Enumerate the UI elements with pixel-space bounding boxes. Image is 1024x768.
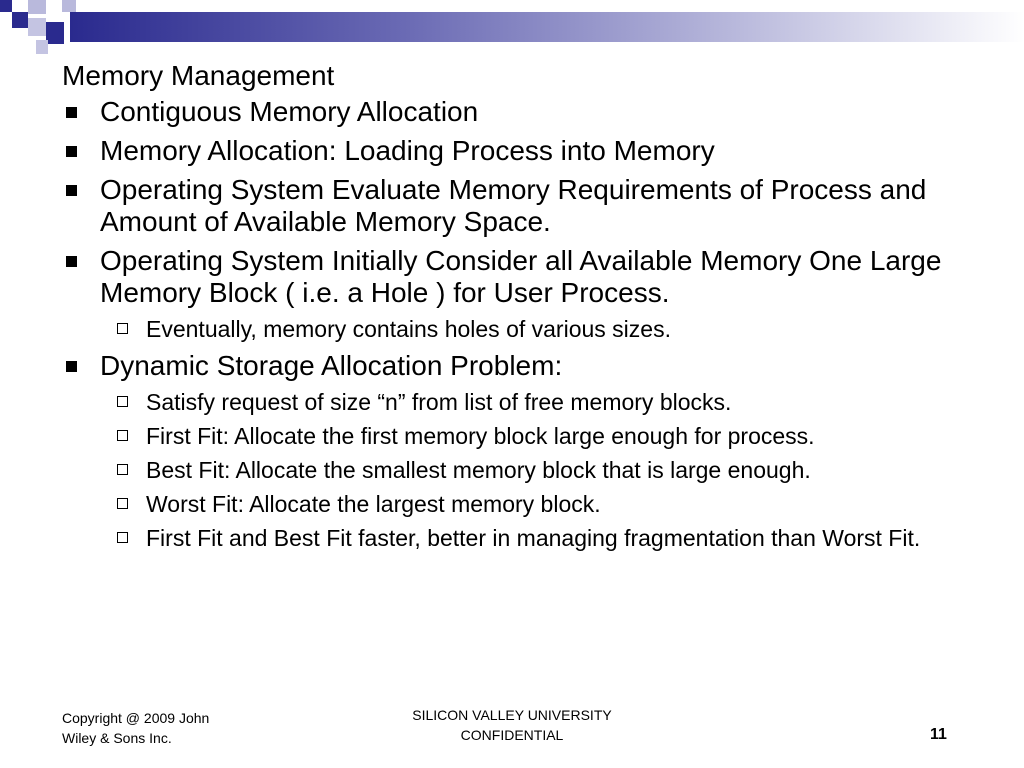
bullet-item: Memory Allocation: Loading Process into … (62, 135, 1002, 167)
sub-bullet-item: Eventually, memory contains holes of var… (62, 316, 1002, 343)
filled-square-bullet-icon (66, 146, 77, 157)
filled-square-bullet-icon (66, 361, 77, 372)
hollow-square-bullet-icon (117, 532, 128, 543)
sub-bullet-item: First Fit and Best Fit faster, better in… (62, 525, 1002, 552)
filled-square-bullet-icon (66, 256, 77, 267)
page-number: 11 (930, 726, 947, 743)
filled-square-bullet-icon (66, 185, 77, 196)
bullet-list: Contiguous Memory Allocation Memory Allo… (62, 96, 1002, 559)
bullet-item: Operating System Initially Consider all … (62, 245, 1002, 309)
footer-confidential: SILICON VALLEY UNIVERSITY CONFIDENTIAL (372, 705, 652, 745)
footer-copyright: Copyright @ 2009 John Wiley & Sons Inc. (62, 708, 209, 748)
confidential-line: SILICON VALLEY UNIVERSITY (412, 707, 612, 723)
filled-square-bullet-icon (66, 107, 77, 118)
sub-bullet-item: Best Fit: Allocate the smallest memory b… (62, 457, 1002, 484)
square-light (62, 0, 76, 12)
square-light (36, 40, 48, 54)
square-dark (12, 12, 28, 28)
hollow-square-bullet-icon (117, 498, 128, 509)
sub-bullet-item: Satisfy request of size “n” from list of… (62, 389, 1002, 416)
square-dark (46, 22, 64, 44)
copyright-line: Copyright @ 2009 John (62, 710, 210, 726)
bullet-text: Contiguous Memory Allocation (100, 96, 479, 127)
bullet-text: First Fit and Best Fit faster, better in… (146, 525, 921, 551)
bullet-text: Memory Allocation: Loading Process into … (100, 135, 715, 166)
bullet-text: First Fit: Allocate the first memory blo… (146, 423, 815, 449)
sub-bullet-item: Worst Fit: Allocate the largest memory b… (62, 491, 1002, 518)
bullet-text: Operating System Evaluate Memory Require… (100, 174, 927, 237)
copyright-line: Wiley & Sons Inc. (62, 730, 172, 746)
square-light (28, 18, 46, 36)
bullet-item: Contiguous Memory Allocation (62, 96, 1002, 128)
bullet-item: Dynamic Storage Allocation Problem: (62, 350, 1002, 382)
bullet-text: Best Fit: Allocate the smallest memory b… (146, 457, 811, 483)
square-dark (0, 0, 12, 12)
header-gradient-bar (70, 12, 1024, 42)
square-light (28, 0, 46, 14)
bullet-text: Eventually, memory contains holes of var… (146, 316, 671, 342)
bullet-text: Worst Fit: Allocate the largest memory b… (146, 491, 601, 517)
bullet-item: Operating System Evaluate Memory Require… (62, 174, 1002, 238)
slide-title: Memory Management (62, 60, 335, 91)
confidential-line: CONFIDENTIAL (460, 727, 564, 743)
hollow-square-bullet-icon (117, 464, 128, 475)
hollow-square-bullet-icon (117, 323, 128, 334)
bullet-text: Operating System Initially Consider all … (100, 245, 942, 308)
hollow-square-bullet-icon (117, 396, 128, 407)
bullet-text: Satisfy request of size “n” from list of… (146, 389, 732, 415)
hollow-square-bullet-icon (117, 430, 128, 441)
sub-bullet-item: First Fit: Allocate the first memory blo… (62, 423, 1002, 450)
bullet-text: Dynamic Storage Allocation Problem: (100, 350, 563, 381)
